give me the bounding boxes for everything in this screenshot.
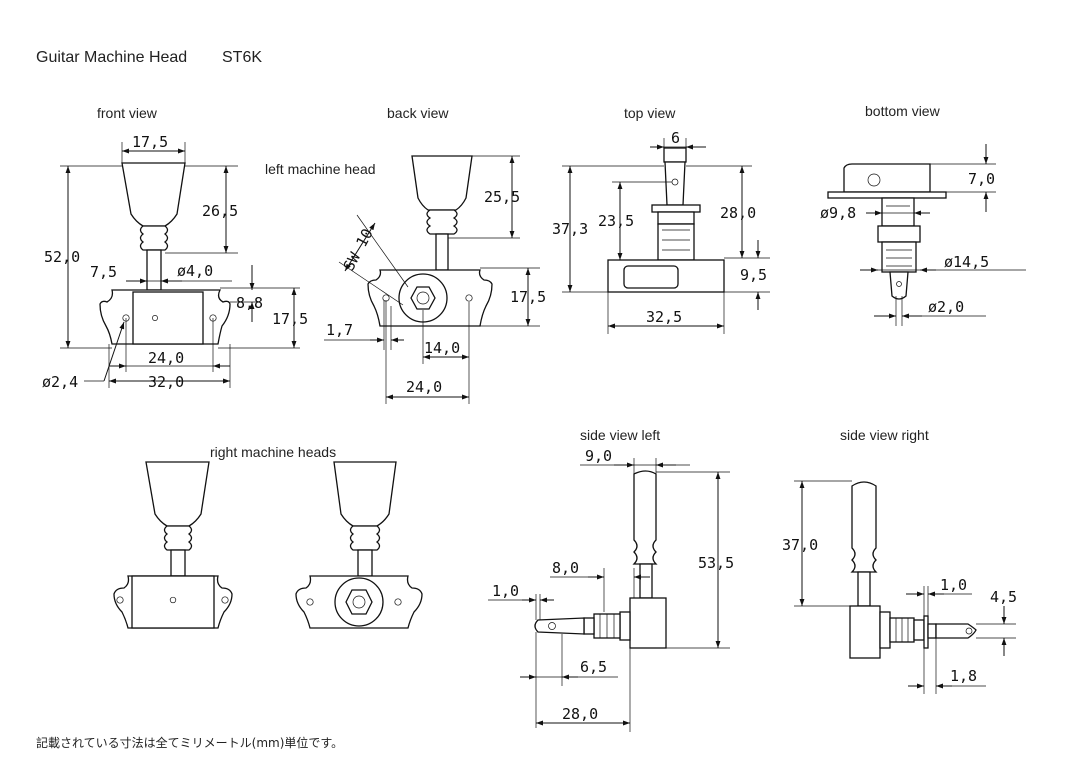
front-view: 17,5 26,5 52,0 7,5 ø4,0 8,8 17,5 24,0 32… bbox=[42, 133, 308, 391]
dim-top-mid-height: 23,5 bbox=[598, 212, 634, 230]
dim-side-left-8: 8,0 bbox=[552, 559, 579, 577]
dim-side-right-height: 37,0 bbox=[782, 536, 818, 554]
right-machine-head-back bbox=[295, 461, 423, 629]
dim-bottom-pin-diameter: ø2,0 bbox=[928, 298, 964, 316]
dim-front-inner-width: 24,0 bbox=[148, 349, 184, 367]
dim-top-upper-height: 28,0 bbox=[720, 204, 756, 222]
dim-front-outer-width: 32,0 bbox=[148, 373, 184, 391]
side-view-left: 9,0 53,5 8,0 1,0 6,5 28,0 bbox=[488, 447, 734, 732]
caption-side-view-left: side view left bbox=[580, 427, 660, 443]
back-view: SW 10 25,5 17,5 1,7 14,0 24,0 bbox=[324, 155, 546, 404]
dim-back-key-height: 25,5 bbox=[484, 188, 520, 206]
model-number: ST6K bbox=[222, 49, 262, 66]
caption-back-view: back view bbox=[387, 105, 449, 121]
dim-front-shaft-diameter: ø4,0 bbox=[177, 262, 213, 280]
dim-front-plate-height: 17,5 bbox=[272, 310, 308, 328]
dim-back-edge: 1,7 bbox=[326, 321, 353, 339]
dim-side-right-1: 1,0 bbox=[940, 576, 967, 594]
dim-top-base-width: 32,5 bbox=[646, 308, 682, 326]
dim-side-left-width: 9,0 bbox=[585, 447, 612, 465]
dim-top-width: 6 bbox=[671, 129, 680, 147]
dim-side-right-18: 1,8 bbox=[950, 667, 977, 685]
caption-side-view-right: side view right bbox=[840, 427, 929, 443]
dim-front-left: 7,5 bbox=[90, 263, 117, 281]
dim-back-total-width: 24,0 bbox=[406, 378, 442, 396]
dim-bottom-top-height: 7,0 bbox=[968, 170, 995, 188]
dim-top-base-height: 9,5 bbox=[740, 266, 767, 284]
drawing-title: Guitar Machine Head bbox=[36, 49, 187, 66]
footnote-units: 記載されている寸法は全てミリメートル(mm)単位です。 bbox=[36, 735, 343, 750]
dim-side-left-28: 28,0 bbox=[562, 705, 598, 723]
dim-front-key-height: 26,5 bbox=[202, 202, 238, 220]
right-machine-head-front bbox=[113, 461, 233, 629]
caption-front-view: front view bbox=[97, 105, 158, 121]
caption-left-machine-head: left machine head bbox=[265, 161, 376, 177]
caption-bottom-view: bottom view bbox=[865, 103, 941, 119]
dim-side-right-45: 4,5 bbox=[990, 588, 1017, 606]
dim-front-total-height: 52,0 bbox=[44, 248, 80, 266]
caption-right-machine-heads: right machine heads bbox=[210, 444, 336, 460]
dim-side-left-height: 53,5 bbox=[698, 554, 734, 572]
dim-side-left-65: 6,5 bbox=[580, 658, 607, 676]
dim-side-left-1: 1,0 bbox=[492, 582, 519, 600]
dim-bottom-bushing-diameter: ø14,5 bbox=[944, 253, 989, 271]
dim-back-mid: 14,0 bbox=[424, 339, 460, 357]
caption-top-view: top view bbox=[624, 105, 676, 121]
dim-front-width-top: 17,5 bbox=[132, 133, 168, 151]
dim-front-hole-diameter: ø2,4 bbox=[42, 373, 78, 391]
dim-back-wrench-size: SW 10 bbox=[340, 226, 377, 274]
dim-bottom-large-diameter: ø9,8 bbox=[820, 204, 856, 222]
dim-front-plate-upper: 8,8 bbox=[236, 294, 263, 312]
dim-top-total-height: 37,3 bbox=[552, 220, 588, 238]
side-view-right: 37,0 1,0 4,5 1,8 bbox=[782, 480, 1017, 694]
top-view: 6 37,3 23,5 28,0 9,5 32,5 bbox=[552, 129, 770, 334]
bottom-view: 7,0 ø9,8 ø14,5 ø2,0 bbox=[820, 144, 1026, 326]
dim-back-plate-height: 17,5 bbox=[510, 288, 546, 306]
